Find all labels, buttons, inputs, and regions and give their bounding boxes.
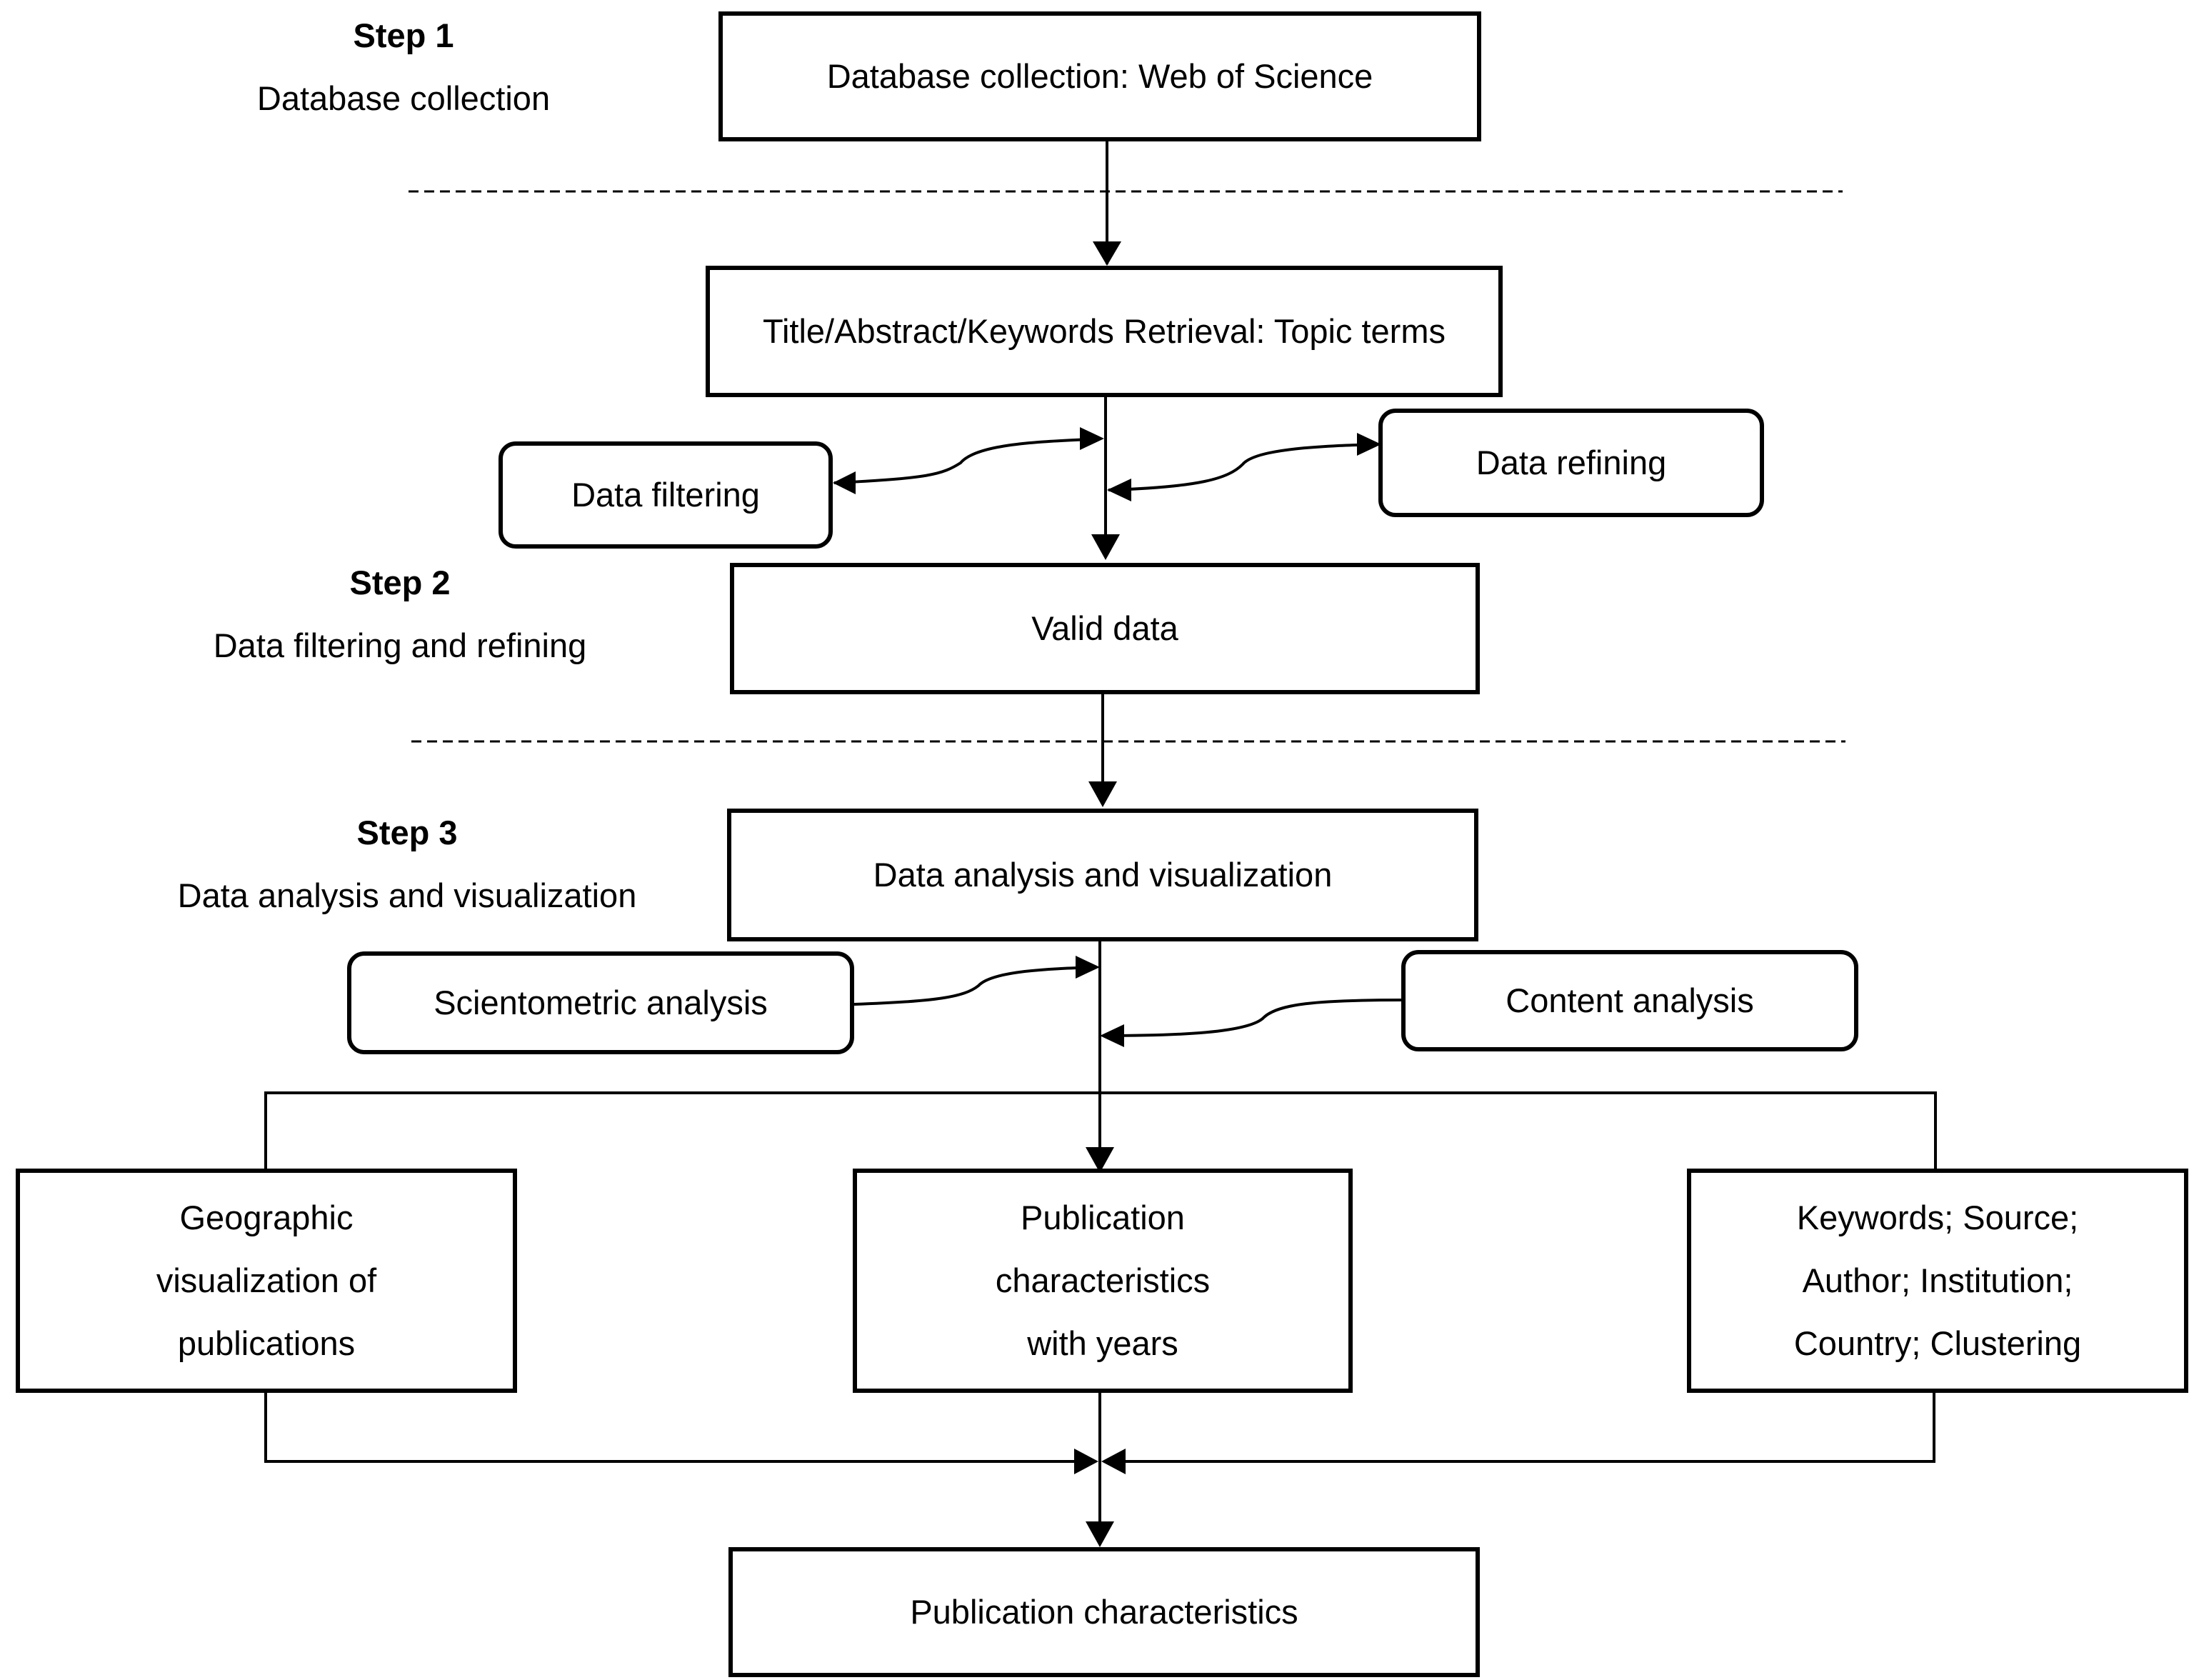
geographic-line-2: visualization of [156, 1261, 377, 1299]
years-line-3: with years [1027, 1324, 1178, 1362]
publication-characteristics-box: Publication characteristics [728, 1547, 1480, 1677]
merge-right-line [1114, 1393, 1935, 1463]
branch-line [264, 1091, 1937, 1169]
arrowhead-refining-left [1107, 479, 1131, 501]
step-2-label: Step 2 Data filtering and refining [157, 551, 643, 677]
keywords-line-1: Keywords; Source; [1796, 1199, 2079, 1236]
database-collection-text: Database collection: Web of Science [826, 57, 1373, 95]
step-3-description: Data analysis and visualization [177, 876, 637, 914]
keywords-source-text: Keywords; Source; Author; Institution; C… [1794, 1186, 2081, 1375]
curve-scientometric [853, 966, 1098, 1006]
data-analysis-text: Data analysis and visualization [873, 856, 1333, 894]
geographic-visualization-box: Geographic visualization of publications [16, 1169, 517, 1393]
arrowhead-content [1100, 1024, 1124, 1047]
arrowhead-filtering-left [833, 471, 856, 494]
data-analysis-box: Data analysis and visualization [727, 809, 1478, 941]
content-analysis-text: Content analysis [1506, 981, 1754, 1019]
merge-left-line [264, 1393, 1086, 1463]
arrowhead-analysis [1088, 781, 1117, 807]
scientometric-analysis-box: Scientometric analysis [347, 951, 854, 1054]
curve-content [1102, 999, 1402, 1037]
step-1-number: Step 1 [353, 16, 454, 54]
publication-characteristics-text: Publication characteristics [910, 1593, 1298, 1631]
geographic-line-3: publications [177, 1324, 356, 1362]
data-filtering-box: Data filtering [499, 441, 833, 549]
keywords-line-3: Country; Clustering [1793, 1324, 2082, 1362]
content-analysis-box: Content analysis [1401, 950, 1858, 1051]
data-filtering-text: Data filtering [571, 476, 760, 514]
geographic-line-1: Geographic [179, 1199, 354, 1236]
scientometric-analysis-text: Scientometric analysis [434, 984, 768, 1021]
keywords-line-2: Author; Institution; [1802, 1261, 2073, 1299]
data-refining-box: Data refining [1378, 409, 1764, 517]
valid-data-box: Valid data [730, 563, 1480, 694]
arrowhead-filtering-right [1080, 427, 1104, 450]
step-2-description: Data filtering and refining [213, 626, 587, 664]
database-collection-box: Database collection: Web of Science [718, 11, 1481, 141]
years-line-1: Publication [1021, 1199, 1185, 1236]
arrowhead-refining-right [1357, 433, 1381, 456]
publication-years-box: Publication characteristics with years [853, 1169, 1353, 1393]
geographic-visualization-text: Geographic visualization of publications [156, 1186, 376, 1375]
publication-years-text: Publication characteristics with years [996, 1186, 1210, 1375]
step-3-label: Step 3 Data analysis and visualization [136, 801, 678, 927]
arrowhead-final [1086, 1521, 1114, 1547]
years-line-2: characteristics [995, 1261, 1211, 1299]
retrieval-box: Title/Abstract/Keywords Retrieval: Topic… [706, 266, 1503, 397]
step-1-label: Step 1 Database collection [214, 4, 593, 130]
arrowhead-merge-left [1074, 1449, 1098, 1474]
retrieval-text: Title/Abstract/Keywords Retrieval: Topic… [763, 312, 1446, 350]
step-3-number: Step 3 [356, 814, 458, 851]
valid-data-text: Valid data [1031, 609, 1178, 647]
step-1-description: Database collection [256, 79, 551, 117]
curve-filtering [833, 437, 1102, 484]
keywords-source-box: Keywords; Source; Author; Institution; C… [1687, 1169, 2188, 1393]
arrowhead-scientometric [1076, 956, 1100, 979]
step-2-number: Step 2 [349, 564, 451, 601]
arrowhead-valid [1091, 534, 1120, 560]
arrowhead-retrieval [1093, 241, 1121, 266]
curve-refining [1108, 443, 1379, 491]
arrowhead-merge-right [1101, 1449, 1126, 1474]
data-refining-text: Data refining [1476, 444, 1667, 481]
arrowhead-years [1086, 1147, 1114, 1173]
